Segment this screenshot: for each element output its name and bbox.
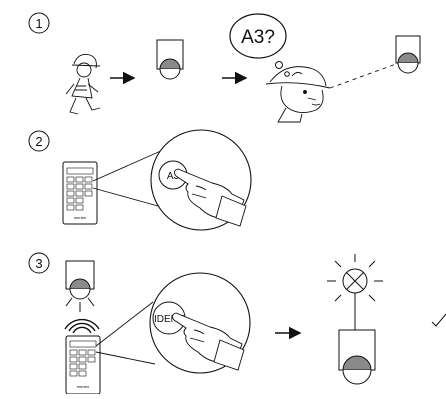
- step-2-number: 2: [35, 134, 42, 149]
- motion-detector-icon: [396, 36, 420, 73]
- motion-detector-icon: [339, 330, 375, 384]
- step-1-number: 1: [35, 16, 42, 31]
- step-2-number-icon: 2: [29, 131, 49, 151]
- remote-control-icon: merten: [63, 162, 97, 224]
- zoom-line: [96, 352, 155, 364]
- motion-detector-icon: [157, 40, 183, 79]
- remote-control-icon: merten: [66, 336, 100, 394]
- thought-label: A3?: [241, 27, 275, 48]
- step-1: 1 A3?: [29, 13, 420, 122]
- walking-person-icon: [66, 54, 100, 114]
- step-3-number-icon: 3: [29, 253, 49, 273]
- thinking-person-icon: [266, 67, 330, 122]
- zoom-line: [93, 188, 158, 206]
- zoom-line: [96, 302, 153, 346]
- lamp-on-icon: [327, 254, 383, 330]
- step-1-number-icon: 1: [29, 13, 49, 33]
- line-of-sight: [330, 64, 396, 88]
- remote-brand: merten: [74, 215, 86, 220]
- step-3: 3 me: [29, 253, 446, 394]
- signal-waves-icon: [65, 320, 99, 333]
- step-3-number: 3: [35, 256, 42, 271]
- motion-detector-lit-icon: [66, 261, 94, 312]
- remote-brand: merten: [77, 384, 89, 389]
- thought-bubble-icon: A3?: [230, 14, 289, 76]
- checkmark-icon: [432, 314, 446, 326]
- step-2: 2 merten A3: [29, 130, 251, 230]
